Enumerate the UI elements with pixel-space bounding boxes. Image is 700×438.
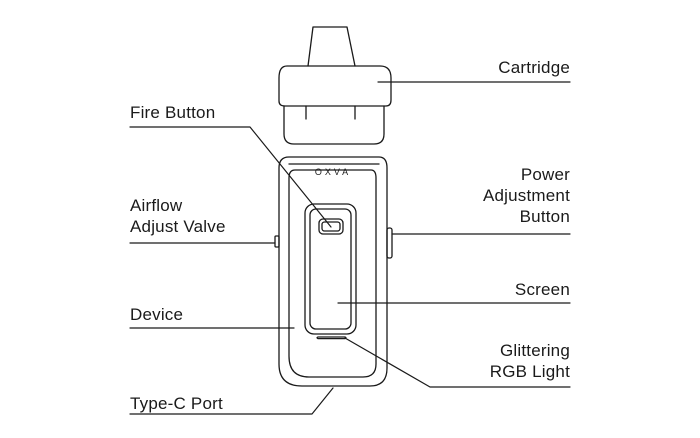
rgb-light-leader-line — [344, 337, 571, 388]
fire-button-leader-line — [129, 126, 332, 228]
brand-logo: OXVA — [315, 167, 351, 177]
airflow-valve-notch — [274, 235, 280, 248]
cartridge-mouthpiece — [307, 26, 356, 67]
type-c-port-label: Type-C Port — [130, 394, 223, 413]
fire-button-shape — [318, 218, 344, 235]
rgb-light-strip — [316, 336, 347, 340]
power-adjustment-button-shape — [386, 227, 393, 259]
screen-bezel — [304, 203, 357, 335]
airflow-adjust-valve-label: Airflow Adjust Valve — [130, 195, 226, 237]
cartridge-top-cap — [278, 65, 392, 107]
rgb-label-line-1: Glittering — [499, 341, 570, 360]
device-label: Device — [130, 305, 184, 324]
power-adjustment-label-line-1: Power — [520, 165, 570, 184]
device-body-outline — [278, 156, 388, 387]
power-adjustment-label-line-3: Button — [519, 207, 570, 226]
device-illustration — [274, 156, 393, 387]
screen-label: Screen — [514, 280, 570, 299]
rgb-label-line-2: RGB Light — [489, 362, 570, 381]
screen-display — [309, 208, 352, 330]
cartridge-label: Cartridge — [498, 58, 570, 77]
glittering-rgb-light-label: Glittering RGB Light — [490, 340, 570, 382]
fire-button-inner — [321, 221, 341, 232]
type-c-port-leader-line — [129, 387, 334, 415]
power-adjustment-button-label: Power Adjustment Button — [483, 164, 570, 227]
fire-button-label: Fire Button — [130, 103, 216, 122]
power-adjustment-label-line-2: Adjustment — [482, 186, 570, 205]
airflow-label-line-2: Adjust Valve — [130, 217, 226, 236]
leader-lines — [129, 81, 571, 415]
cartridge-illustration — [278, 26, 392, 145]
cartridge-tank — [283, 105, 385, 145]
airflow-label-line-1: Airflow — [130, 196, 183, 215]
device-front-panel — [288, 169, 377, 378]
